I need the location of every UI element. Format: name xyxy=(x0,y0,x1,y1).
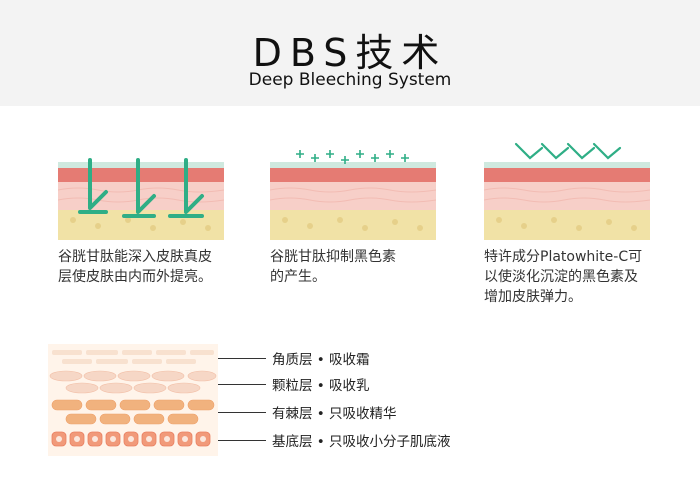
legend-label-stratum-granulosum: 颗粒层 • 吸收乳 xyxy=(272,378,370,394)
legend-label-stratum-basale: 基底层 • 只吸收小分子肌底液 xyxy=(272,434,451,450)
sparkle-plus-icon xyxy=(296,150,409,164)
skin-panel-penetration xyxy=(58,140,224,240)
legend-line-stratum-spinosum xyxy=(218,412,266,413)
skin-panel-inhibit xyxy=(270,140,436,240)
legend-label-stratum-spinosum: 有棘层 • 只吸收精华 xyxy=(272,406,397,422)
legend-line-stratum-basale xyxy=(218,440,266,441)
panel-3-caption: 特许成分Platowhite-C可 以使淡化沉淀的黑色素及 增加皮肤弹力。 xyxy=(484,249,643,305)
legend-label-stratum-corneum: 角质层 • 吸收霜 xyxy=(272,352,370,368)
arrow-down-right-icon xyxy=(78,158,204,218)
legend-line-stratum-corneum xyxy=(218,358,266,359)
page-subtitle: Deep Bleeching System xyxy=(248,70,452,90)
skin-panel-elasticity xyxy=(484,140,650,240)
double-chevron-arrow-icon xyxy=(514,142,622,160)
page-title: DBS技术 xyxy=(252,31,448,75)
header-band xyxy=(0,0,700,106)
panel-1-caption: 谷胱甘肽能深入皮肤真皮 层使皮肤由内而外提亮。 xyxy=(58,249,212,285)
skin-layer-diagram xyxy=(48,344,218,456)
panel-2-caption: 谷胱甘肽抑制黑色素 的产生。 xyxy=(270,249,396,285)
legend-line-stratum-granulosum xyxy=(218,384,266,385)
